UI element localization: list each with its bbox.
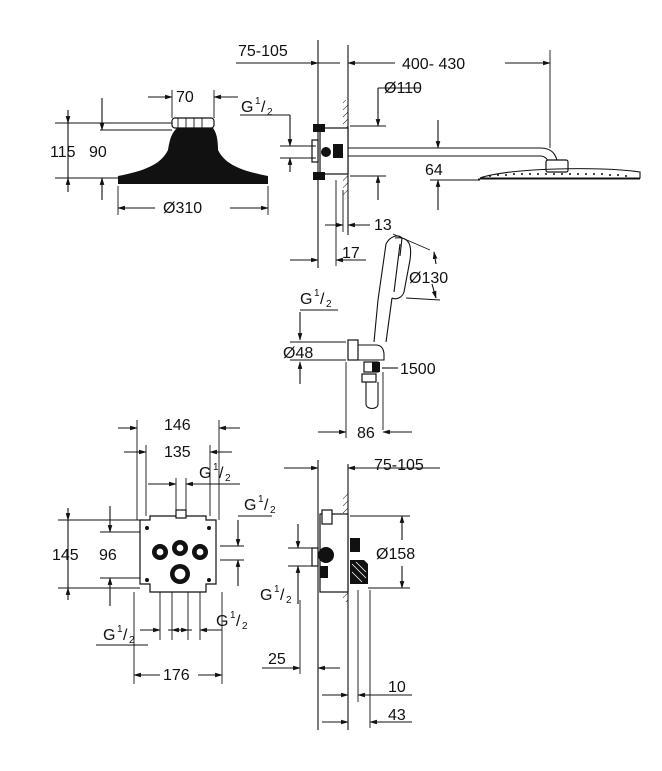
dim-box-g-top: G 1 / 2 xyxy=(199,462,231,484)
svg-text:G: G xyxy=(244,497,256,514)
dim-arm-g: G 1 / 2 xyxy=(241,96,273,118)
svg-text:1: 1 xyxy=(117,624,123,635)
svg-text:G: G xyxy=(199,465,211,482)
svg-text:2: 2 xyxy=(225,473,231,484)
svg-text:2: 2 xyxy=(242,621,248,632)
dim-head-70: 70 xyxy=(176,89,194,106)
dim-head-d310: Ø310 xyxy=(163,200,202,217)
dim-side-43: 43 xyxy=(388,707,406,724)
dim-box-146: 146 xyxy=(164,417,191,434)
svg-text:1: 1 xyxy=(274,584,280,595)
svg-text:1: 1 xyxy=(258,494,264,505)
dim-side-g: G 1 / 2 xyxy=(260,584,292,606)
svg-text:G: G xyxy=(216,613,228,630)
svg-text:G: G xyxy=(103,627,115,644)
dim-side-75-105: 75-105 xyxy=(374,457,424,474)
svg-text:1: 1 xyxy=(230,610,236,621)
svg-text:G: G xyxy=(241,99,253,116)
shower-arm-side-view xyxy=(236,40,641,268)
svg-text:1: 1 xyxy=(255,96,261,107)
dim-side-25: 25 xyxy=(268,651,286,668)
svg-text:2: 2 xyxy=(270,505,276,516)
dim-hand-d48: Ø48 xyxy=(283,345,313,362)
svg-text:2: 2 xyxy=(129,635,135,646)
svg-text:1: 1 xyxy=(314,288,320,299)
dim-head-90: 90 xyxy=(89,144,107,161)
dim-box-g-bottom-left: G 1 / 2 xyxy=(103,624,135,646)
dim-arm-64: 64 xyxy=(425,162,443,179)
dim-box-g-right: G 1 / 2 xyxy=(244,494,276,516)
svg-text:/: / xyxy=(264,497,269,514)
dim-side-d158: Ø158 xyxy=(376,546,415,563)
dim-hand-g: G 1 / 2 xyxy=(300,288,332,310)
dim-side-10: 10 xyxy=(388,679,406,696)
dim-arm-d110: Ø110 xyxy=(384,80,422,97)
svg-text:2: 2 xyxy=(286,595,292,606)
svg-text:2: 2 xyxy=(326,299,332,310)
svg-text:/: / xyxy=(236,613,241,630)
dim-hand-d130: Ø130 xyxy=(409,270,448,287)
svg-text:G: G xyxy=(260,587,272,604)
svg-text:/: / xyxy=(280,587,285,604)
dim-box-96: 96 xyxy=(99,547,117,564)
valve-box-side-view xyxy=(262,460,440,730)
shower-head-front-view xyxy=(55,90,269,215)
valve-box-front-view xyxy=(58,420,272,684)
dim-arm-75-105: 75-105 xyxy=(238,43,288,60)
dim-arm-13: 13 xyxy=(374,217,392,234)
svg-text:2: 2 xyxy=(267,107,273,118)
dim-box-176: 176 xyxy=(163,667,190,684)
dim-hand-1500: 1500 xyxy=(400,361,436,378)
svg-text:/: / xyxy=(320,291,325,308)
dim-arm-400-430: 400- 430 xyxy=(402,56,465,73)
hand-shower-view xyxy=(290,233,441,438)
dim-box-g-bottom-right: G 1 / 2 xyxy=(216,610,248,632)
svg-text:1: 1 xyxy=(213,462,219,473)
dim-box-135: 135 xyxy=(164,444,191,461)
dim-hand-86: 86 xyxy=(357,425,375,442)
svg-text:G: G xyxy=(300,291,312,308)
dim-arm-17: 17 xyxy=(342,245,360,262)
dim-box-145: 145 xyxy=(52,547,79,564)
dim-head-115: 115 xyxy=(50,144,76,161)
svg-text:/: / xyxy=(123,627,128,644)
svg-text:/: / xyxy=(261,99,266,116)
svg-text:/: / xyxy=(219,465,224,482)
